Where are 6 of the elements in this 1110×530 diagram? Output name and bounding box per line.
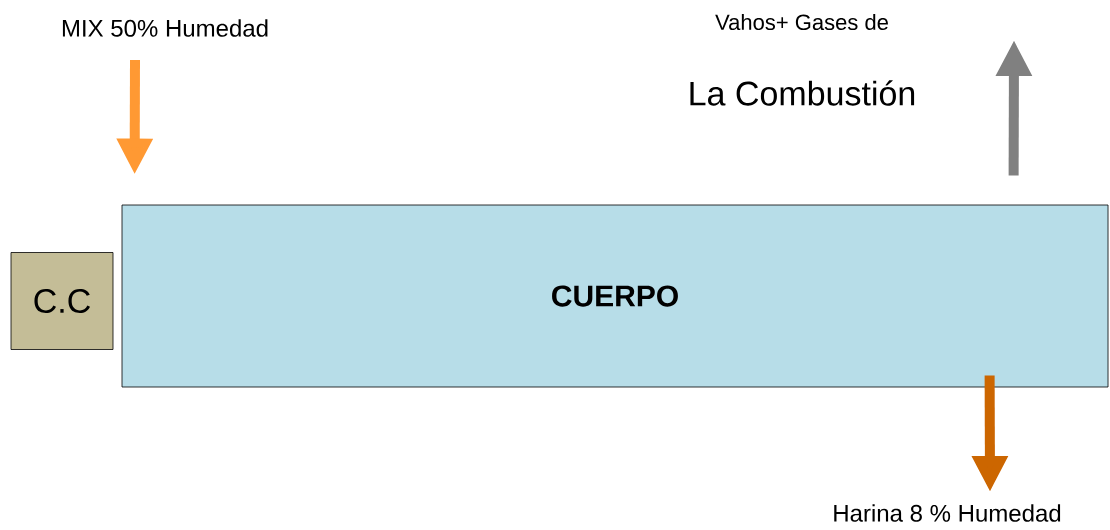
text-label: Harina 8 % Humedad	[834, 504, 1061, 522]
text-label: MIX 50% Humedad	[62, 19, 268, 37]
caption-text: Vahos+ Gases de	[715, 13, 888, 31]
caption-text: La Combustión	[690, 80, 915, 106]
process-box: C.C	[10, 252, 114, 350]
process-box: CUERPO	[121, 204, 1109, 388]
